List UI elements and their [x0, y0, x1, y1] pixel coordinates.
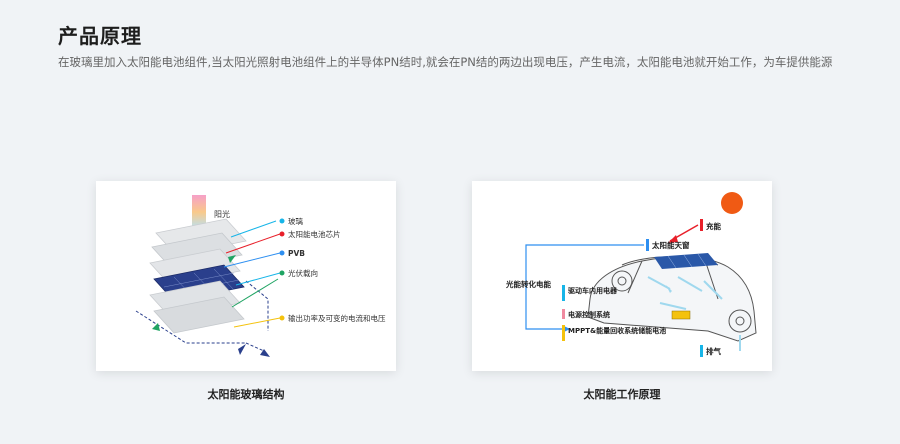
- layer-label-chip: 太阳能电池芯片: [288, 229, 341, 239]
- solar-principle-card: 充能 太阳能天窗: [472, 181, 772, 371]
- mppt-label: MPPT&能量回收系统储能电池: [568, 326, 666, 335]
- layer-label-output: 输出功率及可变的电流和电压: [288, 313, 386, 323]
- solar-principle-caption: 太阳能工作原理: [583, 388, 661, 401]
- layer-label-glass: 玻璃: [288, 216, 303, 226]
- roof-label: 太阳能天窗: [652, 240, 690, 250]
- airflow-arrows: [647, 276, 723, 310]
- solar-glass-diagram: 阳光: [135, 195, 386, 357]
- control-label: 电源控制系统: [568, 310, 610, 319]
- solar-glass-structure-card: 阳光: [96, 181, 396, 371]
- layer-label-pvb: PVB: [288, 249, 305, 258]
- convert-label: 光能转化电能: [505, 279, 551, 289]
- section-description: 在玻璃里加入太阳能电池组件,当太阳光照射电池组件上的半导体PN结时,就会在PN结…: [58, 55, 833, 69]
- sunlight-label: 阳光: [214, 209, 230, 219]
- layer-label-current: 光伏载向: [288, 268, 318, 278]
- battery-icon: [671, 310, 691, 320]
- solar-principle-diagram: 充能 太阳能天窗: [505, 192, 757, 357]
- base-layer: [153, 296, 245, 334]
- sun-icon: [721, 192, 743, 214]
- drive-label: 驱动车内用电器: [568, 286, 618, 295]
- section-title: 产品原理: [58, 24, 142, 48]
- charge-label: 充能: [706, 221, 721, 231]
- solar-roof-panel: [654, 253, 718, 269]
- exhaust-label: 排气: [706, 346, 721, 356]
- solar-glass-caption: 太阳能玻璃结构: [207, 388, 285, 401]
